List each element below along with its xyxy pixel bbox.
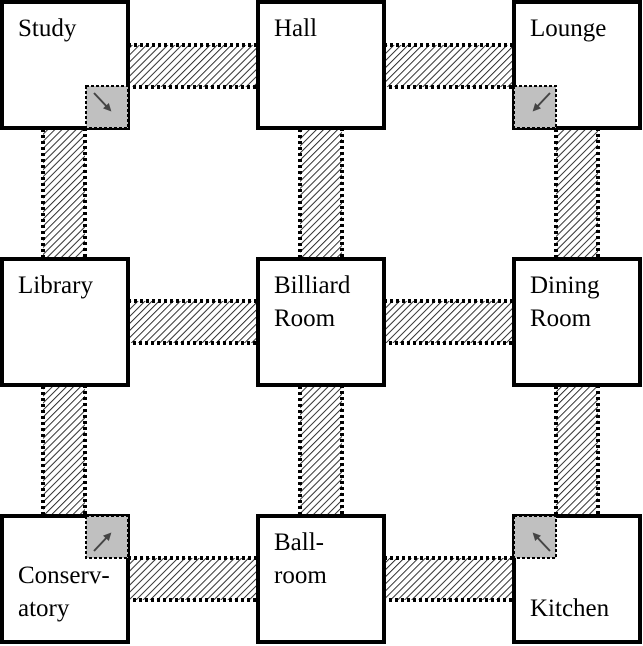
room-hall: Hall <box>256 0 386 130</box>
corridor-library-conservatory <box>41 383 87 518</box>
room-label-library: Library <box>18 272 93 299</box>
room-label-kitchen: Kitchen <box>530 595 610 622</box>
room-label-dining-line1: Dining <box>530 272 600 299</box>
secret-passage-conservatory <box>85 515 129 559</box>
corridor-ballroom-kitchen <box>382 556 516 602</box>
room-label-hall: Hall <box>274 15 317 42</box>
corridor-billiard-dining <box>382 299 516 345</box>
corridor-lounge-dining <box>554 126 600 261</box>
room-label-billiard-line1: Billiard <box>274 272 351 299</box>
room-billiard-room: Billiard Room <box>256 257 386 387</box>
secret-passage-arrow-icon <box>532 532 551 552</box>
room-label-ballroom-line1: Ball- <box>274 529 324 556</box>
corridor-study-hall <box>126 43 260 89</box>
room-library: Library <box>0 257 130 387</box>
room-conservatory: Conserv- atory <box>0 514 130 644</box>
room-label-conservatory-line2: atory <box>18 595 70 622</box>
room-label-study: Study <box>18 15 77 42</box>
secret-passage-study <box>85 85 129 129</box>
secret-passage-kitchen <box>513 515 557 559</box>
secret-passage-lounge <box>513 85 557 129</box>
room-label-ballroom-line2: room <box>274 562 327 589</box>
corridor-hall-lounge <box>382 43 516 89</box>
room-label-conservatory-line1: Conserv- <box>18 562 110 589</box>
corridor-billiard-ballroom <box>298 383 344 518</box>
corridor-study-library <box>41 126 87 261</box>
corridor-hall-billiard <box>298 126 344 261</box>
corridor-dining-kitchen <box>554 383 600 518</box>
room-dining-room: Dining Room <box>512 257 642 387</box>
corridor-conservatory-ballroom <box>126 556 260 602</box>
secret-passage-arrow-icon <box>93 92 112 112</box>
room-ballroom: Ball- room <box>256 514 386 644</box>
secret-passage-arrow-icon <box>532 92 551 112</box>
room-study: Study <box>0 0 130 130</box>
room-label-billiard-line2: Room <box>274 305 336 332</box>
corridor-library-billiard <box>126 299 260 345</box>
secret-passage-arrow-icon <box>93 532 112 552</box>
room-label-lounge: Lounge <box>530 15 606 42</box>
room-label-dining-line2: Room <box>530 305 592 332</box>
